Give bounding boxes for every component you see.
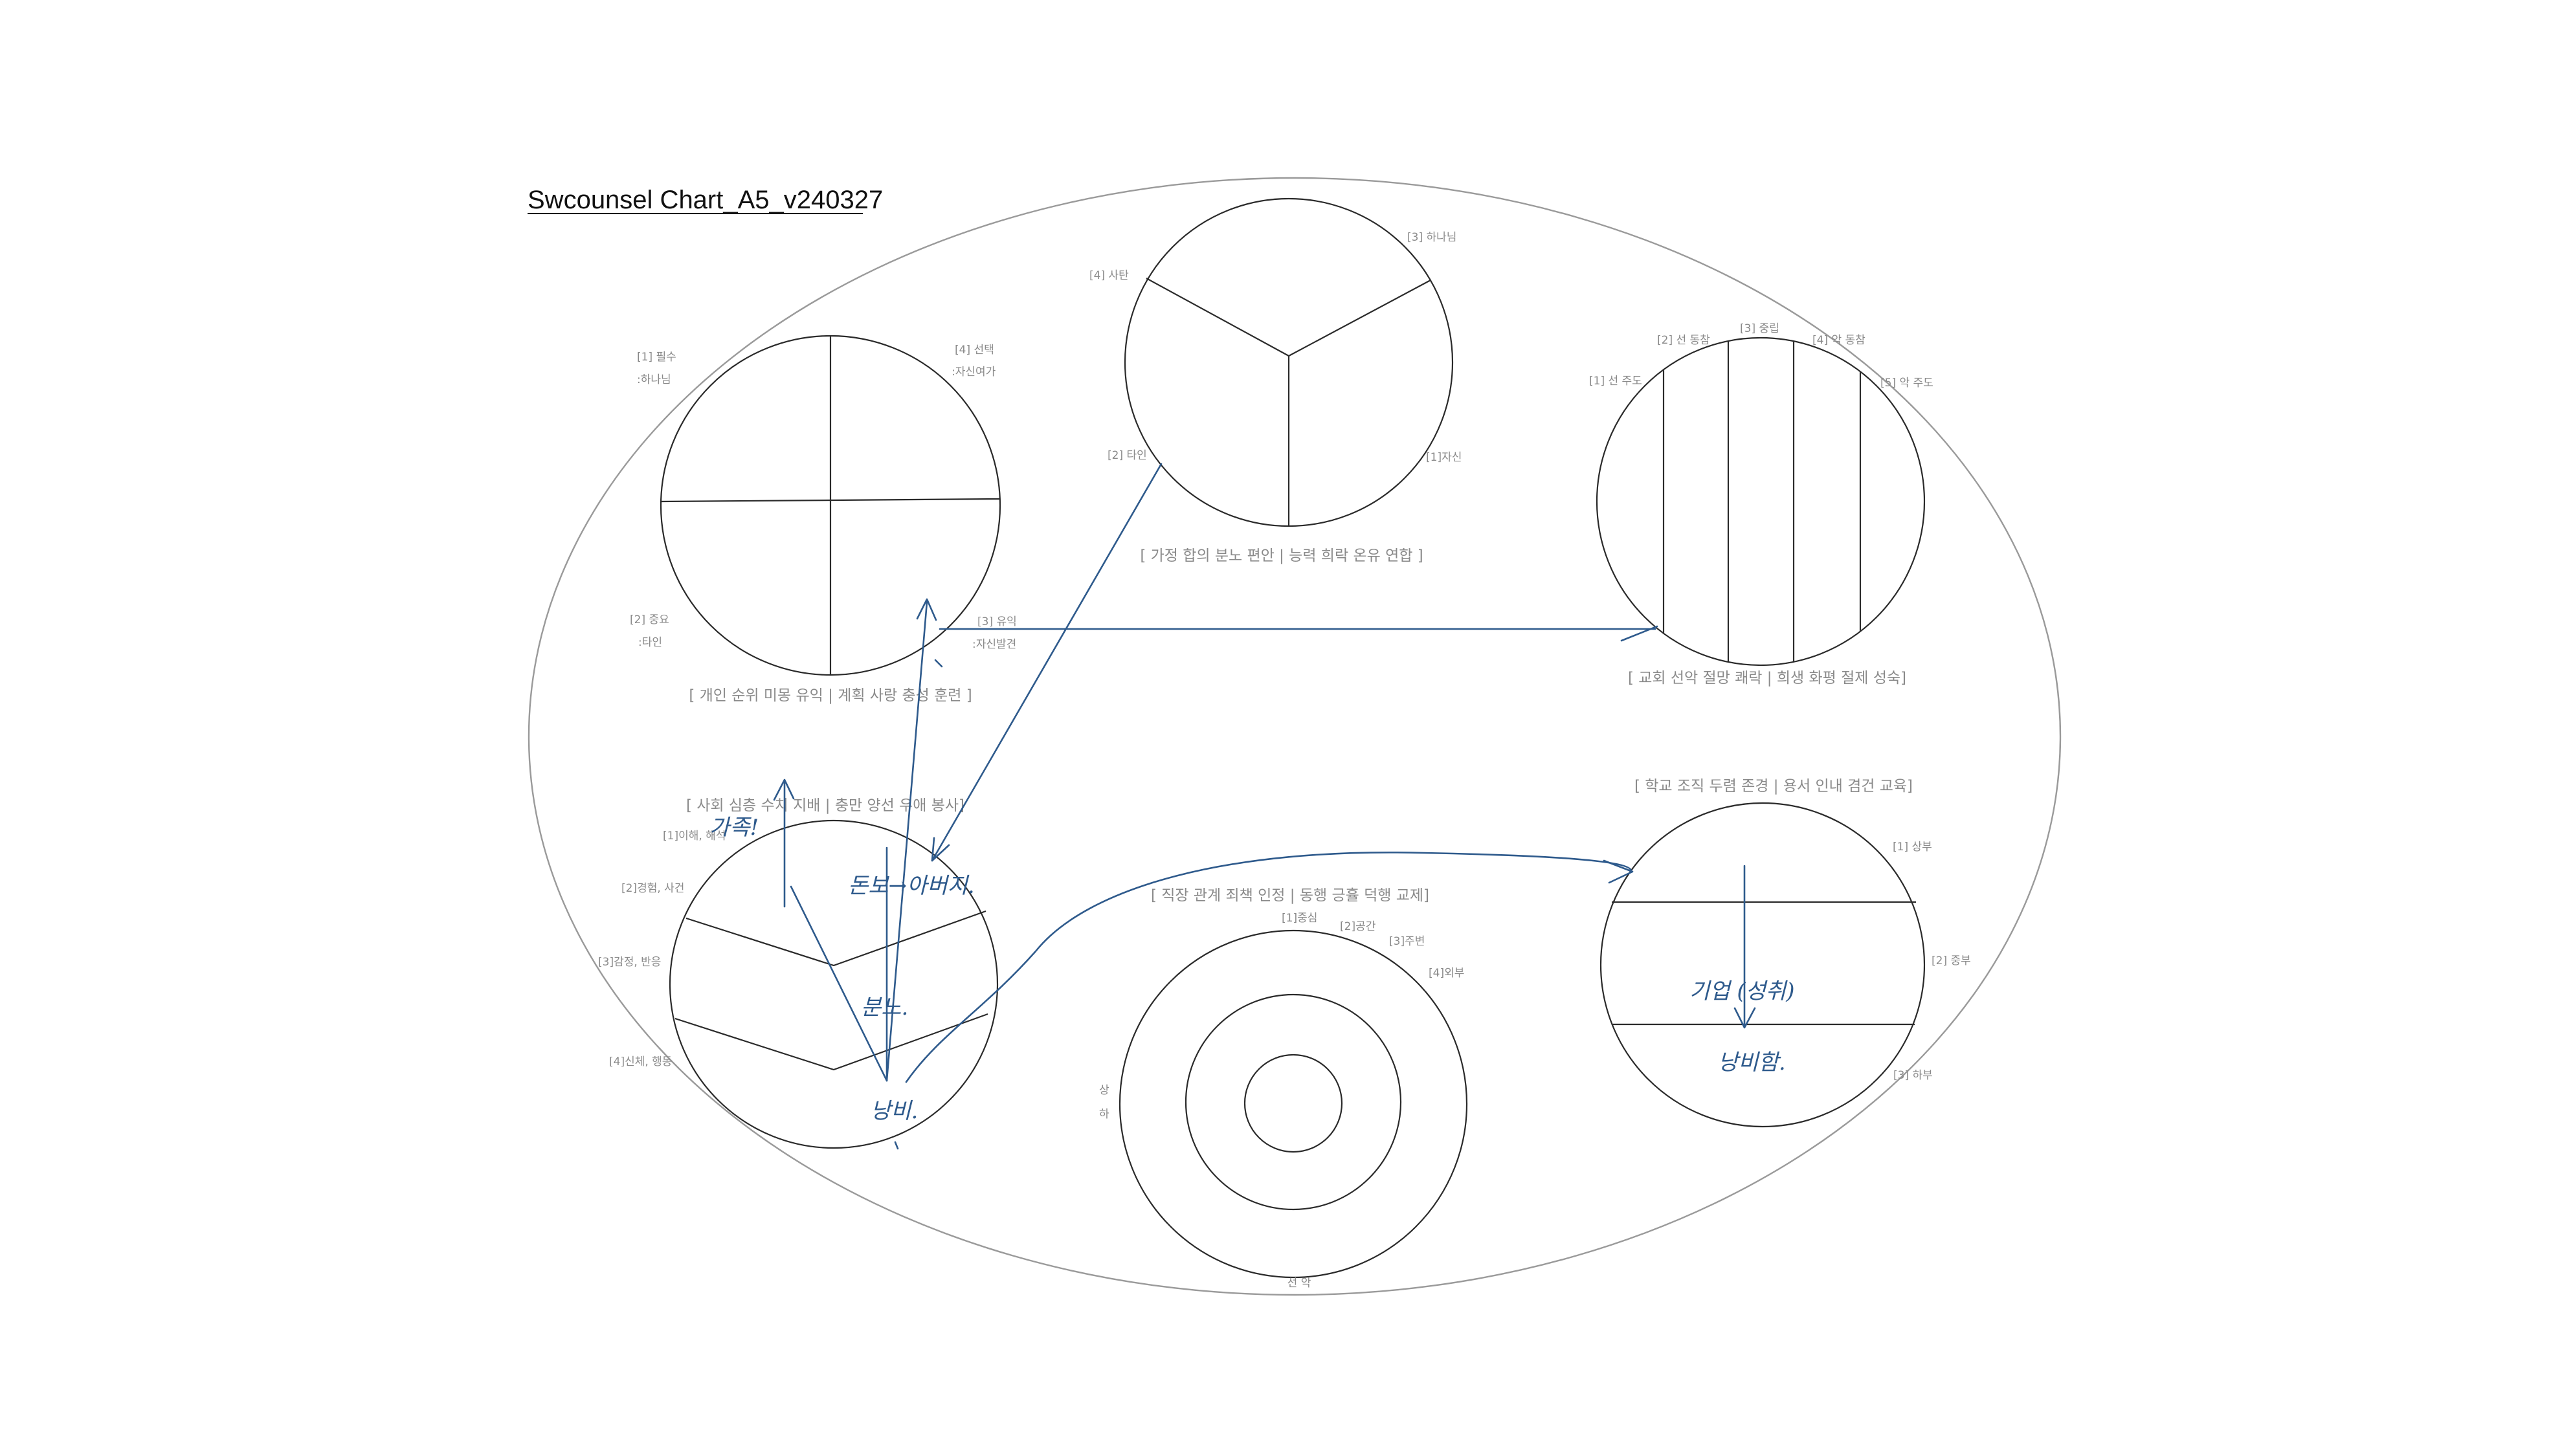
- outer-ellipse: [528, 177, 2062, 1296]
- sector-line-a: [1146, 278, 1289, 357]
- chart1-label-1: [1] 필수: [637, 351, 676, 364]
- chart1-label-2: [2] 중요: [630, 613, 669, 626]
- chart2-label-4: [4] 사탄: [1089, 269, 1129, 282]
- ink-arrow-to-chart1: [886, 601, 928, 1082]
- quadrant-horizontal: [660, 498, 1001, 503]
- chart4-label-4: [4]신체, 행동: [609, 1055, 672, 1068]
- chart3-label-3: [3] 중립: [1740, 322, 1779, 335]
- ink-arrowhead-chart3: [1620, 625, 1658, 642]
- chart3-label-5: [5] 악 주도: [1880, 377, 1933, 390]
- chart5-label-1: [1]중심: [1282, 912, 1317, 925]
- ink-arrowhead-chart1: [916, 598, 937, 621]
- handwriting-h2: 돈보→아버지.: [848, 873, 975, 899]
- circle-4: [669, 819, 999, 1149]
- chart1-caption: [ 개인 순위 미몽 유익 | 계획 사랑 충성 훈련 ]: [689, 687, 972, 704]
- circle-3: [1596, 336, 1926, 667]
- handwriting-h5: 기업 (성취): [1689, 978, 1794, 1004]
- chart4-label-2: [2]경험, 사건: [621, 882, 684, 895]
- ink-arrowhead-chart4: [931, 837, 950, 862]
- chart5-caption: [ 직장 관계 죄책 인정 | 동행 긍휼 덕행 교제]: [1151, 887, 1429, 904]
- chart1-label-2b: :타인: [638, 636, 662, 649]
- chevron-upper: [685, 910, 986, 967]
- chart4-caption: [ 사회 심층 수치 지배 | 충만 양선 우애 봉사]: [686, 797, 964, 814]
- chart-6-tier-circle: [ 학교 조직 두렴 존경 | 용서 인내 겸건 교육] [1] 상부 [2] …: [1599, 778, 1971, 1128]
- handwriting-h4: 낭비.: [871, 1098, 918, 1124]
- handwriting-h3: 분노.: [861, 995, 908, 1020]
- chart5-label-2: [2]공간: [1340, 920, 1376, 933]
- chart-2-sector-circle: [4] 사탄 [3] 하나님 [2] 타인 [1]자신 [ 가정 합의 분노 편…: [1089, 197, 1462, 564]
- sector-line-b: [1288, 280, 1431, 357]
- chart1-label-3: [3] 유익: [977, 615, 1017, 628]
- chart4-label-1: [1]이해, 해석: [663, 830, 726, 843]
- ink-arrowhead-down-chart6: [1733, 1007, 1756, 1029]
- ink-arrow-chart2-chart4: [931, 463, 1163, 862]
- handwriting-h6: 낭비함.: [1718, 1050, 1786, 1075]
- chart3-caption: [ 교회 선악 절망 쾌락 | 희생 화평 절제 성숙]: [1628, 670, 1906, 687]
- chart1-label-4b: :자신여가: [952, 366, 996, 379]
- ink-curve-chart4-chart6: [905, 852, 1632, 1083]
- chart6-label-3: [3] 하부: [1893, 1069, 1933, 1082]
- chart2-label-2: [2] 타인: [1108, 449, 1147, 462]
- chart3-label-1: [1] 선 주도: [1589, 375, 1642, 388]
- handwriting-h1: 가족!: [709, 815, 759, 841]
- chart6-caption: [ 학교 조직 두렴 존경 | 용서 인내 겸건 교육]: [1634, 778, 1913, 795]
- chart5-side-lower: 하: [1099, 1108, 1109, 1121]
- chart4-label-3: [3]감정, 반응: [598, 956, 661, 969]
- circle-6: [1599, 802, 1926, 1128]
- chart5-side-upper: 상: [1099, 1084, 1109, 1097]
- ink-tick-bottom: [894, 1141, 899, 1150]
- ring-inner: [1243, 1053, 1343, 1153]
- chart1-label-3b: :자신발견: [972, 638, 1016, 651]
- chart5-bottom-label: 선 악: [1287, 1277, 1311, 1290]
- chart1-label-4: [4] 선택: [955, 344, 994, 357]
- chart2-label-3: [3] 하나님: [1407, 231, 1456, 244]
- ring-2: [1185, 993, 1402, 1211]
- chart3-label-2: [2] 선 동참: [1657, 334, 1710, 347]
- chart2-caption: [ 가정 합의 분노 편안 | 능력 희락 온유 연합 ]: [1140, 547, 1423, 564]
- chart3-label-4: [4] 악 동참: [1812, 334, 1866, 347]
- chart-4-layer-circle: [ 사회 심층 수치 지배 | 충만 양선 우애 봉사] [1]이해, 해석 […: [598, 797, 999, 1149]
- ink-arrow-diagonal: [790, 885, 888, 1082]
- chart1-label-1b: :하나님: [637, 373, 671, 386]
- page-title: Swcounsel Chart_A5_v240327: [528, 186, 883, 214]
- chart-1-quadrant-circle: [1] 필수 :하나님 [4] 선택 :자신여가 [2] 중요 :타인 [3] …: [630, 335, 1017, 704]
- ink-arrowhead-up-left: [773, 778, 795, 801]
- chart-5-concentric-circle: [ 직장 관계 죄책 인정 | 동행 긍휼 덕행 교제] [1]중심 [2]공간…: [1099, 887, 1468, 1290]
- ring-outer: [1119, 929, 1468, 1279]
- chart6-label-2: [2] 중부: [1932, 954, 1971, 967]
- chart6-label-1: [1] 상부: [1893, 841, 1932, 854]
- chart-3-band-circle: [1] 선 주도 [2] 선 동참 [3] 중립 [4] 악 동참 [5] 악 …: [1589, 322, 1933, 687]
- chart5-label-4: [4]외부: [1429, 967, 1464, 980]
- ink-arrowhead-chart6: [1603, 859, 1634, 884]
- ink-annotations: 가족! 돈보→아버지. 분노. 낭비. 기업 (성취) 낭비함.: [709, 463, 1794, 1150]
- chart5-label-3: [3]주변: [1389, 935, 1425, 948]
- chart2-label-1: [1]자신: [1426, 451, 1462, 464]
- chevron-lower: [674, 1013, 988, 1071]
- ink-tick-chart1: [934, 659, 943, 668]
